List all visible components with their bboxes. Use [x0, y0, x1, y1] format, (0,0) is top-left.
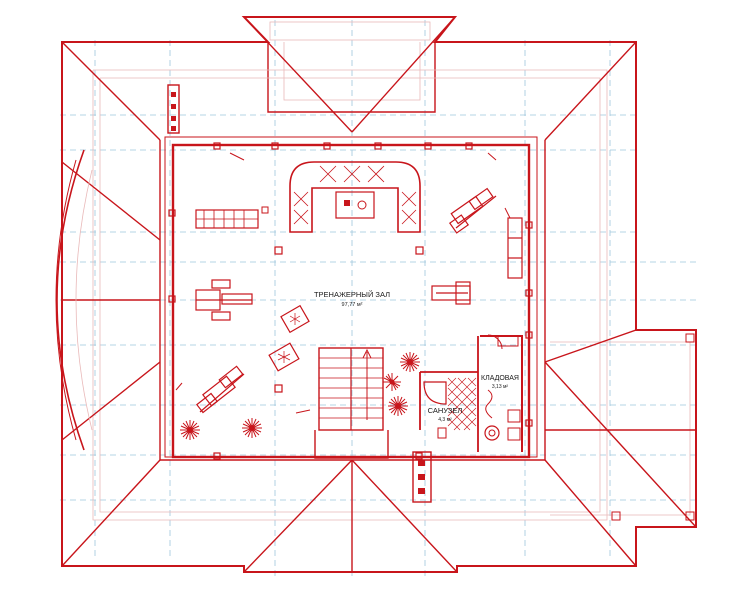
treadmill-right [431, 281, 471, 305]
exterior-walls [164, 136, 538, 459]
bathroom-fixtures [423, 377, 500, 441]
service-block [419, 335, 523, 452]
axis-grid [60, 20, 700, 580]
plants [180, 352, 420, 440]
room-labels: ТРЕНАЖЕРНЫЙ ЗАЛ 97,77 м² КЛАДОВАЯ 3,13 м… [314, 290, 519, 423]
exercise-bike [448, 187, 497, 234]
wall-cabinet [507, 217, 523, 279]
exercise-machine-left [195, 279, 253, 321]
chimney-bottom [412, 451, 432, 503]
room-area-gym: 97,77 м² [342, 302, 363, 308]
room-name-gym: ТРЕНАЖЕРНЫЙ ЗАЛ [314, 290, 390, 299]
room-name-bathroom: САНУЗЕЛ [428, 406, 463, 415]
staircase [314, 347, 389, 459]
room-area-bathroom: 4,3 м² [438, 417, 452, 423]
structural-columns [168, 142, 533, 460]
porch-posts [611, 333, 695, 521]
weight-bench [195, 206, 269, 229]
vent-stack [167, 84, 180, 134]
cushion-pads [268, 304, 310, 372]
rowing-machine [195, 365, 245, 414]
room-name-storage: КЛАДОВАЯ [481, 375, 519, 382]
gym-station-cluster [289, 161, 421, 233]
bay-window [55, 149, 93, 451]
roof-ridges [61, 16, 697, 573]
room-area-storage: 3,13 м² [492, 384, 509, 390]
